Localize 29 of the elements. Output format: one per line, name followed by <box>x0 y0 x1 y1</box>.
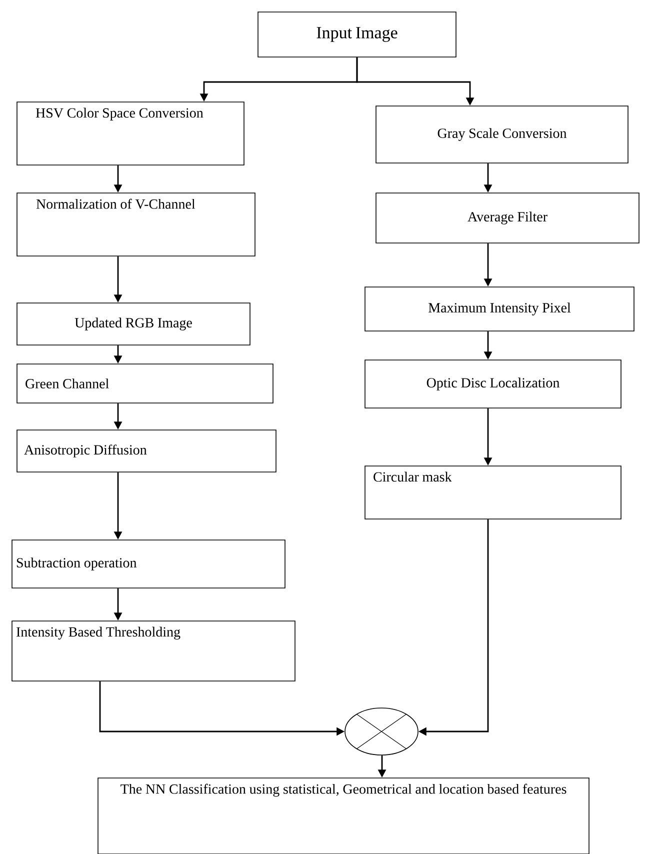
node-label: Optic Disc Localization <box>426 378 560 390</box>
process-box <box>98 778 590 854</box>
node-label: The NN Classification using statistical, Geometrical and location based features <box>120 784 566 797</box>
node-label: Input Image <box>316 27 398 42</box>
process-box <box>376 192 640 244</box>
node-label: Green Channel <box>26 378 109 388</box>
process-box <box>12 620 296 682</box>
node-label: Updated RGB Image <box>74 318 192 330</box>
node-label: HSV Color Space Conversion <box>36 108 204 120</box>
node-label: Anisotropic Diffusion <box>24 444 147 458</box>
process-box <box>16 302 250 346</box>
process-box <box>364 286 634 332</box>
node-label: Gray Scale Conversion <box>438 128 567 141</box>
multiply-junction <box>344 708 418 756</box>
node-label: Normalization of V-Channel <box>36 198 196 209</box>
process-box <box>12 540 286 588</box>
process-box <box>16 192 256 256</box>
process-box <box>258 12 456 58</box>
process-box <box>376 106 628 164</box>
node-label: Subtraction operation <box>16 558 137 570</box>
node-label: Average Filter <box>468 212 548 224</box>
process-box <box>16 430 276 472</box>
process-box <box>364 466 622 520</box>
process-box <box>16 364 274 404</box>
node-label: Maximum Intensity Pixel <box>428 302 571 316</box>
process-box <box>364 360 622 408</box>
node-label: Circular mask <box>374 472 452 482</box>
node-label: Intensity Based Thresholding <box>16 626 180 640</box>
process-box <box>16 102 244 166</box>
